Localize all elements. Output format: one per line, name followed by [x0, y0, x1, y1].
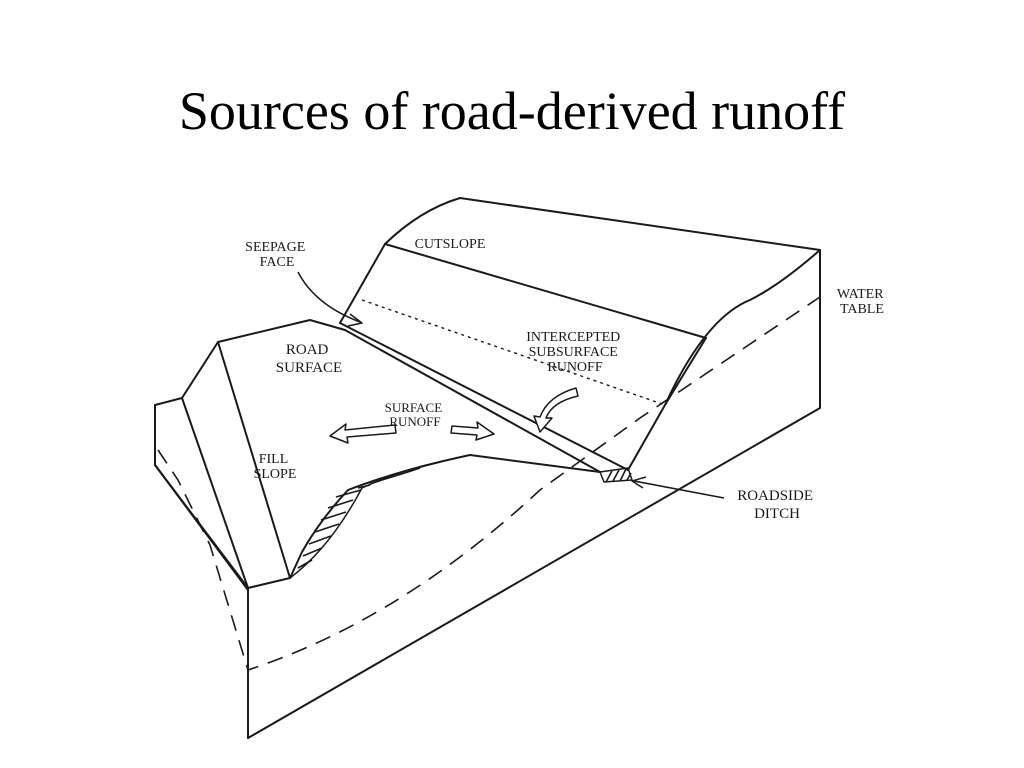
surface-runoff-label: SURFACE RUNOFF [385, 400, 446, 429]
slide-title: Sources of road-derived runoff [178, 81, 846, 141]
surface-runoff-arrow-right [450, 421, 495, 441]
fill-hatch-boundary [289, 461, 441, 579]
hillside-top-surface [384, 197, 821, 406]
surface-runoff-arrow-left [329, 423, 397, 444]
intercepted-runoff-label: INTERCEPTED SUBSURFACE RUNOFF [526, 330, 624, 375]
road-inner-edge [339, 322, 629, 471]
seepage-face-label: SEEPAGE FACE [245, 240, 309, 270]
fill-slope-label: FILL SLOPE [254, 452, 297, 482]
fill-slope-top-edge [154, 341, 219, 406]
cutslope-face-right-edge [627, 337, 707, 471]
terrain-surface [247, 454, 601, 589]
water-table-line [157, 296, 821, 672]
fill-slope-toe [181, 397, 249, 589]
intercepted-runoff-arrow [533, 387, 579, 433]
fill-slope-break [217, 341, 291, 579]
seepage-face-label-line: SEEPAGE [245, 240, 305, 255]
seepage-face-callout [297, 271, 361, 323]
cutslope-face-left-edge [339, 243, 386, 324]
road-outer-edge [344, 329, 601, 473]
block-bottom-edge [247, 249, 821, 739]
road-surface-edge [217, 319, 346, 343]
roadside-ditch-hatching [605, 468, 632, 483]
cutslope-label: CUTSLOPE [415, 237, 486, 252]
seepage-face-label-line: FACE [260, 255, 295, 270]
fill-hatching [297, 467, 421, 569]
roadside-ditch-arrowhead [631, 476, 647, 489]
road-surface-label: ROAD SURFACE [276, 342, 342, 376]
roadside-ditch-label: ROADSIDE DITCH [737, 488, 817, 522]
seepage-face-arrowhead [347, 313, 363, 327]
cutslope-top-edge [384, 243, 707, 339]
seepage-line [361, 299, 666, 406]
roadside-ditch-shape [599, 467, 633, 483]
roadside-ditch-callout [633, 480, 725, 499]
water-table-label: WATER TABLE [837, 287, 887, 317]
